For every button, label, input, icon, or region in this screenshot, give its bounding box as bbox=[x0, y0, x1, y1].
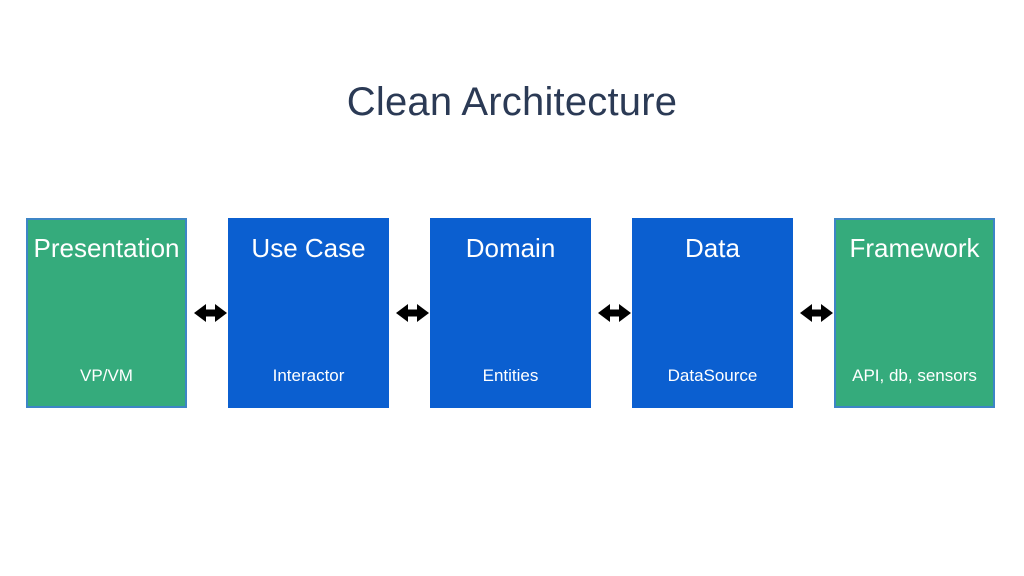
layer-box-use-case[interactable]: Use Case Interactor bbox=[228, 218, 389, 408]
layer-title-domain: Domain bbox=[465, 233, 556, 263]
layer-title-presentation: Presentation bbox=[33, 233, 180, 263]
layer-detail-presentation: VP/VM bbox=[80, 366, 133, 385]
architecture-layer-row: Presentation VP/VM Use Case Interactor D… bbox=[26, 218, 997, 408]
layer-title-use-case: Use Case bbox=[251, 233, 366, 263]
layer-box-domain[interactable]: Domain Entities bbox=[430, 218, 591, 408]
layer-title-data: Data bbox=[685, 233, 740, 263]
page-title: Clean Architecture bbox=[346, 80, 678, 124]
layer-box-framework[interactable]: Framework API, db, sensors bbox=[834, 218, 995, 408]
layer-detail-data: DataSource bbox=[667, 366, 758, 385]
layer-detail-domain: Entities bbox=[482, 366, 539, 385]
layer-box-data[interactable]: Data DataSource bbox=[632, 218, 793, 408]
layer-detail-use-case: Interactor bbox=[272, 366, 345, 385]
layer-detail-framework: API, db, sensors bbox=[852, 366, 977, 385]
double-arrow-icon bbox=[594, 298, 635, 328]
double-arrow-icon bbox=[796, 298, 837, 328]
layer-title-framework: Framework bbox=[849, 233, 980, 263]
double-arrow-icon bbox=[392, 298, 433, 328]
layer-box-presentation[interactable]: Presentation VP/VM bbox=[26, 218, 187, 408]
double-arrow-icon bbox=[190, 298, 231, 328]
